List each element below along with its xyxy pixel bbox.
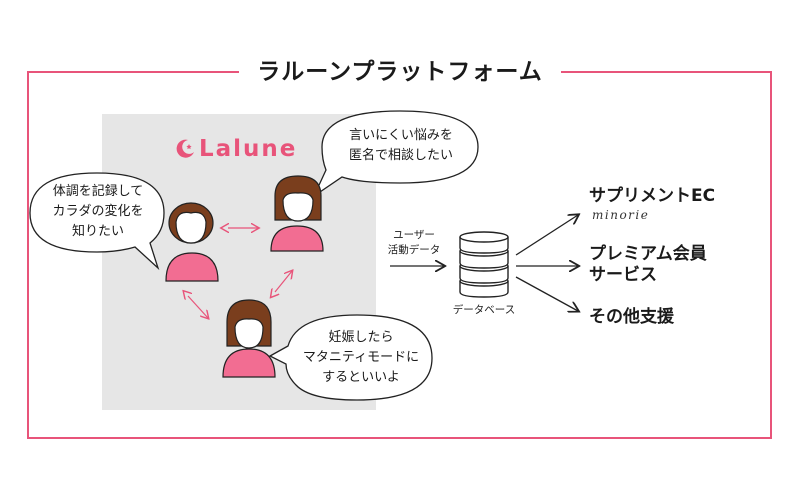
flow-label-line: 活動データ [387, 244, 441, 256]
diagram-title-wrap: ラルーンプラットフォーム [0, 52, 800, 86]
service-premium-line: サービス [589, 265, 657, 285]
database-label: データベース [452, 304, 516, 316]
bubble-bottom-line: マタニティモードに [302, 350, 420, 365]
database-icon [459, 231, 509, 298]
service-premium-line: プレミアム会員 [589, 244, 707, 264]
user-avatar-top [270, 175, 324, 252]
brand-name: Lalune [199, 136, 298, 162]
connection-arrow-left-bottom [188, 296, 208, 318]
speech-bubble-bottom [268, 314, 433, 401]
bubble-bottom-text: 妊娠したら マタニティモードに するといいよ [296, 328, 426, 388]
user-activity-label: ユーザー 活動データ [384, 228, 444, 258]
flow-label-line: ユーザー [393, 229, 435, 241]
speech-bubble-top [312, 110, 479, 198]
crescent-moon-icon [176, 139, 194, 158]
service-other: その他支援 [589, 307, 674, 327]
service-premium: プレミアム会員 サービス [589, 244, 707, 286]
bubble-top-text: 言いにくい悩みを 匿名で相談したい [328, 126, 474, 166]
supplement-brand-logo: minorie [592, 208, 650, 222]
bubble-left-text: 体調を記録して カラダの変化を 知りたい [40, 182, 156, 242]
arrow-to-supplement [515, 215, 578, 256]
bubble-top-line: 言いにくい悩みを [349, 128, 453, 143]
bubble-top-line: 匿名で相談したい [348, 148, 453, 163]
bubble-left-line: カラダの変化を [52, 204, 144, 219]
user-avatar-left [165, 202, 219, 282]
diagram-title: ラルーンプラットフォーム [239, 52, 561, 86]
bubble-left-line: 体調を記録して [52, 184, 144, 199]
bubble-bottom-line: 妊娠したら [328, 330, 394, 345]
bubble-left-line: 知りたい [71, 224, 124, 239]
connection-arrow-bottom-top [275, 271, 292, 292]
bubble-bottom-line: するといいよ [322, 370, 400, 385]
speech-bubble-left [29, 172, 165, 271]
arrow-to-other [515, 276, 578, 311]
brand-logo: Lalune [174, 136, 297, 162]
user-avatar-bottom [222, 299, 276, 378]
service-supplement-ec: サプリメントEC [589, 186, 716, 206]
